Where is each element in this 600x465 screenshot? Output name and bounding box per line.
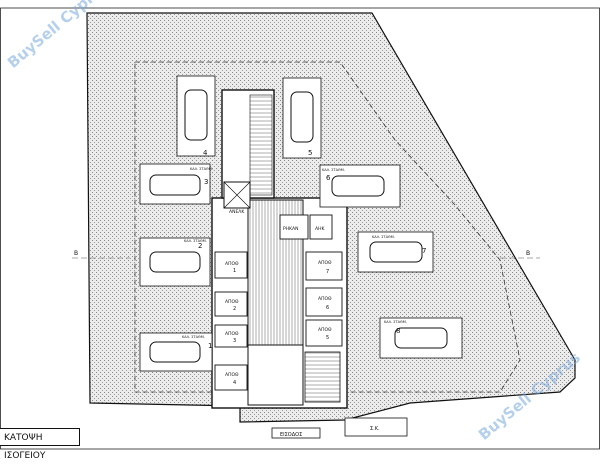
- section-mark-right: Β: [526, 250, 530, 257]
- meter-room: [279, 214, 309, 240]
- parking-bay-2-number: 2: [198, 242, 202, 250]
- parking-bay-7-number: 7: [422, 247, 426, 255]
- section-mark-left: Β: [74, 250, 78, 257]
- store-rooms-left: [214, 251, 248, 391]
- parking-tag-3: ΚΑΛ. ΣΤΑΘΜ.: [190, 167, 213, 171]
- parking-tag-1: ΚΑΛ. ΣΤΑΘΜ.: [182, 335, 205, 339]
- store-6-label: ΑΠΟΘ: [318, 296, 332, 302]
- stair-treads: [249, 94, 273, 196]
- parking-bay-1-number: 1: [208, 342, 212, 350]
- entrance-mat: [271, 427, 321, 439]
- store-7-number: 7: [326, 269, 329, 275]
- parking-bay-3-number: 3: [204, 178, 208, 186]
- store-rooms-right: [305, 251, 343, 347]
- store-2-number: 2: [233, 306, 236, 312]
- parking-bay-6-number: 6: [326, 174, 331, 182]
- lift-cross-2: [223, 181, 251, 209]
- parking-tag-2: ΚΑΛ. ΣΤΑΘΜ.: [184, 239, 207, 243]
- parking-bays: [139, 75, 463, 372]
- side-box-label: Σ.Κ.: [370, 426, 380, 432]
- meter-room-label: ΡΗΚΑΝ: [283, 226, 299, 232]
- parking-tag-6: ΚΑΛ. ΣΤΑΘΜ.: [322, 168, 345, 172]
- ground-floor-plan: ΑΝΕΛΚ ΡΗΚΑΝ ΑΗΚ ΑΠΟΘ 1 ΑΠΟΘ 2 ΑΠΟΘ 3 ΑΠΟ…: [0, 7, 600, 450]
- pump-room-label: ΑΗΚ: [315, 226, 325, 232]
- store-4-number: 4: [233, 380, 236, 386]
- store-6-number: 6: [326, 305, 329, 311]
- parking-tag-7: ΚΑΛ. ΣΤΑΘΜ.: [372, 235, 395, 239]
- store-7-label: ΑΠΟΘ: [318, 260, 332, 266]
- pump-room: [309, 214, 333, 240]
- parking-bay-4-number: 4: [203, 149, 208, 157]
- drawing-title: ΚΑΤΟΨΗ ΙΣΟΓΕΙΟΥ: [0, 428, 80, 461]
- store-1-number: 1: [233, 268, 236, 274]
- entrance-label: ΕΙΣΟΔΟΣ: [280, 432, 302, 438]
- side-box: [344, 417, 408, 437]
- lift-label: ΑΝΕΛΚ: [229, 209, 245, 215]
- parking-bay-5-number: 5: [308, 149, 312, 157]
- store-2-label: ΑΠΟΘ: [225, 299, 239, 305]
- parking-tag-8: ΚΑΛ. ΣΤΑΘΜ.: [384, 320, 407, 324]
- store-4-label: ΑΠΟΘ: [225, 372, 239, 378]
- parking-bay-8-number: 8: [396, 327, 400, 335]
- store-1-label: ΑΠΟΘ: [225, 261, 239, 267]
- entrance-stair: [304, 351, 341, 403]
- store-5-label: ΑΠΟΘ: [318, 327, 332, 333]
- store-3-number: 3: [233, 338, 236, 344]
- entrance-lobby: [247, 344, 304, 406]
- store-5-number: 5: [326, 335, 329, 341]
- store-3-label: ΑΠΟΘ: [225, 331, 239, 337]
